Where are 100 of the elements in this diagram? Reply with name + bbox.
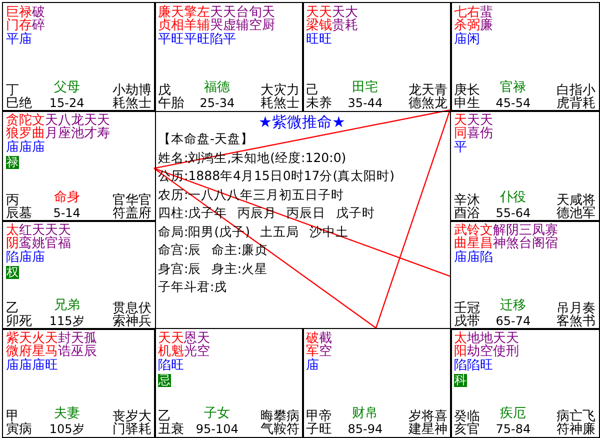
transformation-badge: 权: [6, 266, 19, 279]
palace-name: 父母: [54, 80, 80, 94]
connector-line: [154, 168, 376, 328]
transformation-badge: 禄: [6, 156, 19, 169]
life-stage-label: 长生: [467, 84, 480, 110]
age-range: 45-54: [496, 96, 531, 110]
deity-name: 病符: [556, 410, 570, 436]
age-range: 5-14: [53, 206, 80, 220]
deity-name: 丧门: [112, 410, 126, 436]
star-name: 天寿: [97, 114, 110, 140]
palace-cell: [2, 2, 156, 112]
palace-cell: [2, 110, 156, 222]
life-stage-label: 病: [19, 422, 32, 436]
deity-name: 白虎: [556, 84, 570, 110]
palace-name: 田宅: [352, 80, 378, 94]
brightness-label: 庙庙陷: [454, 251, 493, 265]
star-name: 右弼: [467, 6, 480, 32]
star-name: 火星: [32, 332, 45, 358]
deity-name: 伏兵: [138, 302, 152, 328]
palace-cell: [302, 2, 452, 112]
life-stage-label: 胎: [171, 96, 184, 110]
star-name: 擎羊: [184, 6, 197, 32]
deity-name: 咸池: [570, 194, 582, 220]
star-name: 巨门: [6, 6, 19, 32]
star-name: 蜚廉: [480, 6, 493, 32]
life-stage-label: 绝: [19, 96, 32, 110]
palace-name: 官禄: [500, 80, 526, 94]
deity-name: 晦气: [260, 410, 274, 436]
palace-cell: [2, 328, 156, 438]
deity-name: 贯索: [112, 302, 126, 328]
deity-name: 天煞: [422, 84, 434, 110]
deity-name: 小耗: [582, 84, 596, 110]
palace-name: 迁移: [500, 298, 526, 312]
star-name: 天才: [84, 114, 97, 140]
palace-name: 命身: [54, 190, 80, 204]
star-name: 武曲: [454, 224, 467, 250]
stem-branch-label: 癸亥: [454, 410, 467, 436]
age-range: 55-64: [496, 206, 531, 220]
brightness-label: 庙: [306, 359, 319, 373]
stem-branch-label: 乙卯: [6, 302, 19, 328]
star-name: 凤阁: [532, 224, 545, 250]
transformation-badge: 忌: [158, 374, 171, 387]
stem-branch-label: 甲寅: [6, 410, 19, 436]
star-name: 天哭: [210, 6, 223, 32]
palace-cell: [450, 2, 600, 112]
palace-cell: [2, 220, 156, 330]
star-name: 紫微: [6, 332, 19, 358]
stem-branch-label: 庚申: [454, 84, 467, 110]
brightness-label: 庙闲: [454, 33, 480, 47]
star-name: 天巫: [71, 332, 84, 358]
deity-name: 奏书: [582, 302, 596, 328]
deity-name: 将星: [422, 410, 434, 436]
star-name: 天使: [493, 332, 506, 358]
star-name: 贪狼: [6, 114, 19, 140]
deity-name: 龙德: [408, 84, 422, 110]
star-name: 陀罗: [19, 114, 32, 140]
star-name: 地空: [480, 332, 493, 358]
deity-name: 病符: [286, 410, 300, 436]
star-name: 天马: [45, 332, 58, 358]
stem-branch-label: 甲子: [306, 410, 319, 436]
stem-branch-label: 戊午: [158, 84, 171, 110]
brightness-label: 陷旺: [158, 359, 184, 373]
star-name: 廉贞: [158, 6, 171, 32]
palace-cell: [450, 220, 600, 330]
age-range: 25-34: [200, 96, 235, 110]
star-name: 天机: [158, 332, 171, 358]
life-stage-label: 衰: [171, 422, 184, 436]
star-name: 禄存: [19, 6, 32, 32]
star-name: 文昌: [480, 224, 493, 250]
deity-name: 岁建: [408, 410, 422, 436]
deity-name: 小耗: [112, 84, 126, 110]
star-name: 天厨: [262, 6, 275, 32]
deity-name: 岁驿: [126, 410, 138, 436]
palace-name: 财帛: [352, 406, 378, 420]
star-name: 天福: [58, 224, 71, 250]
deity-name: 天德: [556, 194, 570, 220]
life-stage-label: 沐浴: [467, 194, 480, 220]
brightness-label: 陷陷旺: [454, 359, 493, 373]
star-name: 太阳: [454, 332, 467, 358]
life-stage-label: 养: [319, 96, 332, 110]
brightness-label: 陷庙庙: [6, 251, 45, 265]
star-name: 天空: [197, 332, 210, 358]
star-name: 天贵: [332, 6, 345, 32]
star-name: 大耗: [345, 6, 358, 32]
star-name: 三台: [519, 224, 532, 250]
star-name: 台辅: [236, 6, 249, 32]
star-name: 寡宿: [545, 224, 558, 250]
stem-branch-label: 丁巳: [6, 84, 19, 110]
star-name: 截空: [319, 332, 332, 358]
info-line: 子年斗君:戌: [158, 278, 228, 296]
stem-branch-label: 丙辰: [6, 194, 19, 220]
info-line: 命宫:辰 命主:廉贞: [158, 241, 268, 259]
deity-name: 灾煞: [274, 84, 286, 110]
life-stage-label: 墓: [19, 206, 32, 220]
brightness-label: 旺旺: [306, 33, 332, 47]
age-range: 105岁: [49, 422, 84, 436]
star-name: 孤辰: [84, 332, 97, 358]
star-name: 旬空: [249, 6, 262, 32]
stem-branch-label: 己未: [306, 84, 319, 110]
star-name: 破军: [306, 332, 319, 358]
